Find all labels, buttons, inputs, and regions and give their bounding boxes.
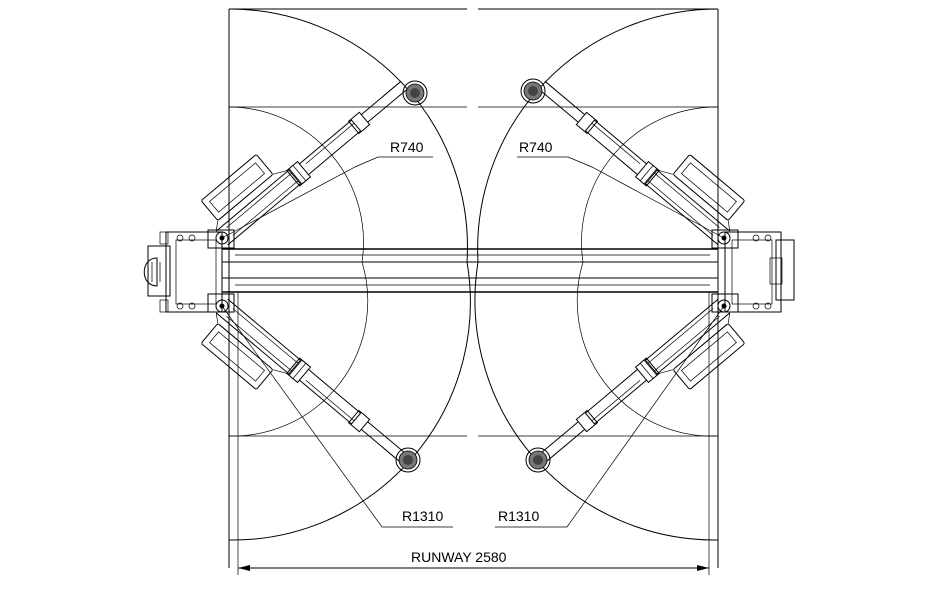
radius-label-upper-left: R740 bbox=[390, 139, 424, 155]
runway-dimension bbox=[238, 565, 709, 571]
radius-label-lower-left: R1310 bbox=[402, 508, 443, 524]
radius-leaders bbox=[221, 156, 725, 528]
clearance-frame bbox=[228, 8, 719, 575]
radius-label-upper-right: R740 bbox=[519, 139, 553, 155]
lift-arm-lower-left bbox=[189, 293, 421, 492]
runway-label: RUNWAY 2580 bbox=[411, 549, 507, 565]
swing-arcs bbox=[228, 8, 719, 541]
cross-beam bbox=[222, 248, 718, 293]
lift-arm-lower-right bbox=[525, 293, 757, 492]
left-column bbox=[143, 229, 235, 313]
lift-arm-upper-right bbox=[520, 52, 757, 251]
radius-label-lower-right: R1310 bbox=[498, 508, 539, 524]
